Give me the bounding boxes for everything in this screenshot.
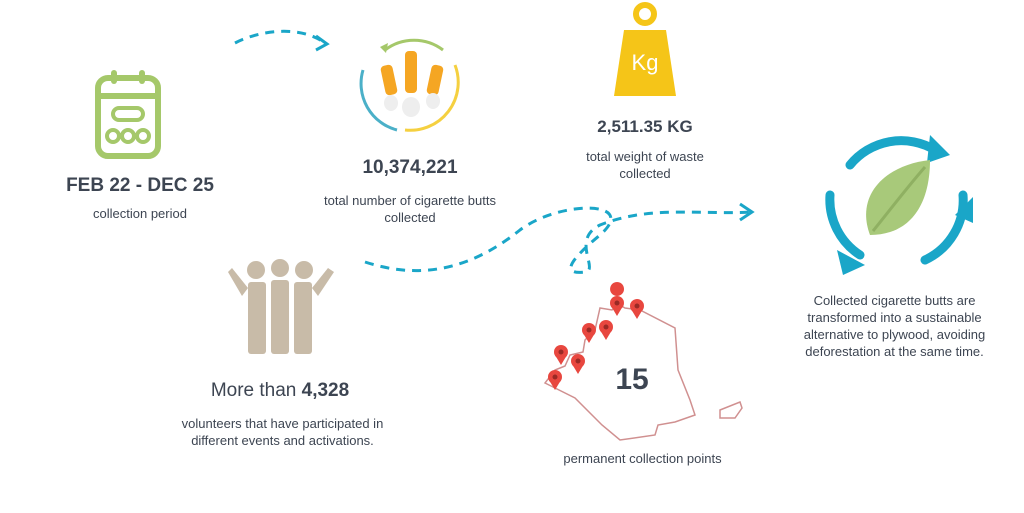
points-label: permanent collection points (563, 451, 722, 466)
butts-value: 10,374,221 (362, 157, 458, 178)
weight-icon-text: Kg (631, 50, 659, 75)
volunteers-heading: More than 4,328 (180, 380, 380, 402)
period-value: FEB 22 - DEC 25 (66, 175, 214, 196)
weight-icon: Kg (612, 0, 678, 100)
weight-label: total weight of waste collected (586, 149, 704, 181)
volunteers-prefix: More than (210, 380, 302, 401)
recycle-label: Collected cigarette butts are transforme… (803, 293, 986, 359)
volunteers-icon (228, 259, 334, 354)
butts-label: total number of cigarette butts collecte… (324, 193, 496, 225)
cigarette-recycle-icon (359, 38, 460, 132)
period-label: collection period (93, 206, 187, 221)
weight-value: 2,511.35 KG (597, 117, 693, 136)
volunteers-value: 4,328 (301, 380, 350, 401)
recycle-leaf-icon (825, 135, 973, 275)
points-value: 15 (615, 363, 649, 396)
volunteers-label: volunteers that have participated in dif… (181, 416, 384, 448)
calendar-icon (95, 70, 161, 159)
